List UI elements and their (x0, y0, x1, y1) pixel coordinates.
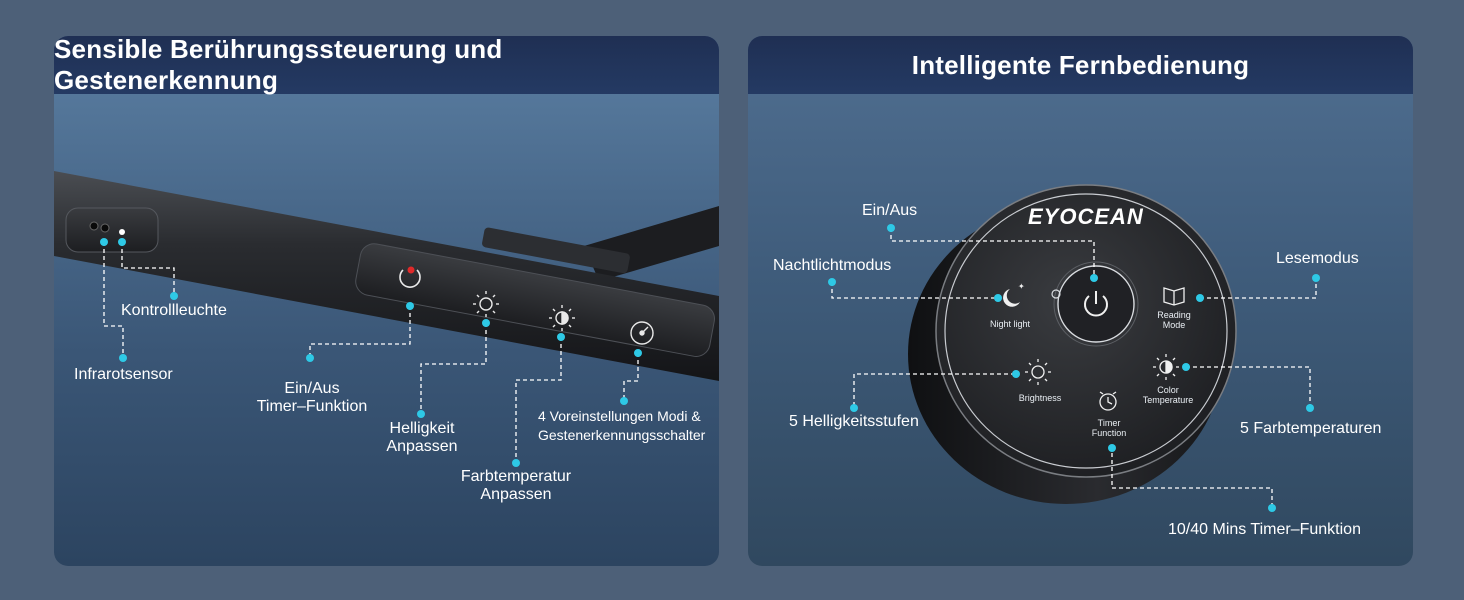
modes-gesture-label: 4 Voreinstellungen Modi & Gestenerkennun… (538, 407, 705, 445)
modes-touch-icon (630, 321, 654, 345)
brightness-levels-label: 5 Helligkeitsstufen (789, 413, 919, 430)
right-panel-title: Intelligente Fernbedienung (748, 36, 1413, 94)
svg-text:✦: ✦ (1018, 282, 1025, 291)
remote-brightness-icon (1025, 359, 1051, 385)
night-mode-label: Nachtlichtmodus (773, 257, 892, 274)
remote-power-icon (1084, 291, 1108, 317)
remote-color-temperature-icon (1153, 354, 1179, 380)
timer-device-line1: Timer (1097, 418, 1121, 428)
left-panel-title: Sensible Berührungssteuerung und Gestene… (54, 36, 719, 95)
brightness-label-line2: Anpassen (386, 438, 458, 455)
power-touch-icon (399, 266, 421, 288)
remote-control-panel: ✦ (748, 36, 1413, 566)
lamp-arm-illustration (54, 171, 719, 467)
brand-logo: EYOCEAN (1028, 204, 1144, 229)
colortemp-label-line2: Anpassen (480, 486, 552, 503)
onoff-label-line2: Timer–Funktion (256, 398, 368, 415)
color-temperature-touch-icon (549, 305, 575, 331)
reading-device-line1: Reading (1157, 310, 1191, 320)
timer-device-line2: Function (1091, 428, 1127, 438)
brightness-adjust-label: Helligkeit Anpassen (372, 420, 472, 456)
onoff-label-line1: Ein/Aus (284, 380, 340, 397)
onoff-timer-label: Ein/Aus Timer–Funktion (250, 380, 374, 416)
infrared-sensor-label: Infrarotsensor (74, 366, 173, 383)
modes-label-line1: 4 Voreinstellungen Modi & (538, 408, 701, 424)
color-temp-device-label: Color Temperature (1140, 385, 1196, 405)
reading-mode-label: Lesemodus (1276, 250, 1359, 267)
color-device-line2: Temperature (1142, 395, 1194, 405)
colortemp-label-line1: Farbtemperatur (460, 468, 572, 485)
remote-illustration: ✦ (828, 184, 1320, 512)
brightness-label-line1: Helligkeit (389, 420, 455, 437)
timer-function-label: 10/40 Mins Timer–Funktion (1168, 521, 1361, 538)
brightness-touch-icon (473, 291, 499, 317)
reading-mode-device-label: Reading Mode (1152, 310, 1196, 330)
control-light-label: Kontrollleuchte (121, 302, 227, 319)
color-device-line1: Color (1157, 385, 1179, 395)
color-temperatures-label: 5 Farbtemperaturen (1240, 420, 1382, 437)
onoff-remote-label: Ein/Aus (862, 202, 918, 219)
modes-label-line2: Gestenerkennungsschalter (538, 427, 706, 443)
reading-device-line2: Mode (1162, 320, 1186, 330)
timer-device-label: Timer Function (1084, 418, 1134, 438)
night-light-device-label: Night light (989, 319, 1031, 329)
colortemp-adjust-label: Farbtemperatur Anpassen (451, 468, 581, 504)
remote-timer-icon (1099, 391, 1117, 411)
touch-control-panel: Sensible Berührungssteuerung und Gestene… (54, 36, 719, 566)
night-light-icon (1003, 289, 1020, 307)
brightness-device-label: Brightness (1018, 393, 1062, 403)
reading-mode-icon (1163, 287, 1185, 306)
